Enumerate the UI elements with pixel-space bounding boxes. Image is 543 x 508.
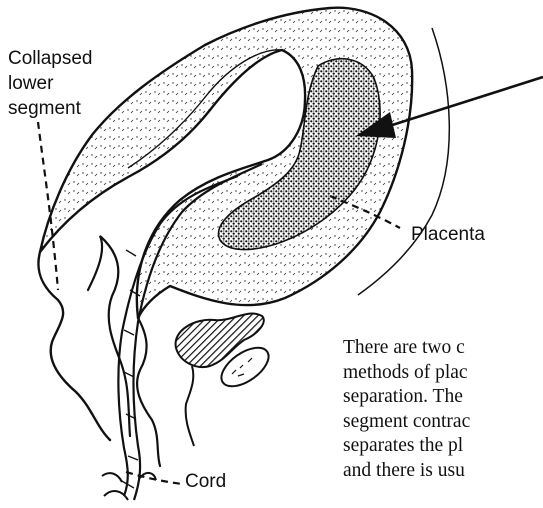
collapsed-label-line-2: lower: [8, 71, 93, 96]
caption-line: segment contrac: [343, 410, 543, 435]
cord-leader-line: [126, 472, 182, 484]
cord-label: Cord: [185, 469, 226, 494]
collapsed-label-line-1: Collapsed: [8, 46, 93, 71]
rectum-stem: [186, 366, 194, 446]
caption-line: methods of plac: [343, 361, 543, 386]
lower-segment-fold-middle: [88, 236, 130, 436]
caption-line: separation. The: [343, 385, 543, 410]
caption-text: There are two c methods of plac separati…: [343, 336, 543, 483]
vaginal-wall-right: [137, 318, 160, 466]
caption-line: and there is usu: [343, 459, 543, 484]
caption-line: separates the pl: [343, 434, 543, 459]
collapsed-lower-segment-label: Collapsed lower segment: [8, 46, 93, 121]
lower-segment-fold-left: [38, 252, 110, 440]
collapsed-label-line-3: segment: [8, 96, 93, 121]
cord-clamp-end: [102, 473, 156, 500]
placenta-label: Placenta: [411, 222, 485, 247]
caption-line: There are two c: [343, 336, 543, 361]
